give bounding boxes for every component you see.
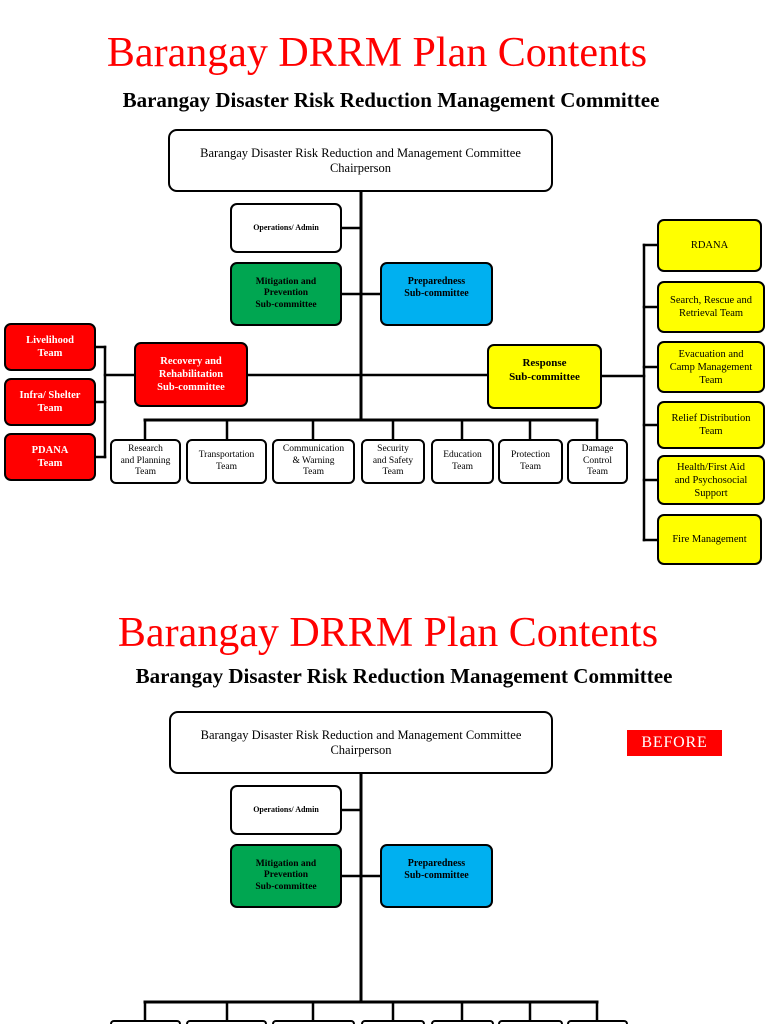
protection-label: Protection Team xyxy=(510,450,551,472)
connector-lines xyxy=(94,190,659,542)
team-box-stub xyxy=(186,1020,267,1024)
operations-admin-box: Operations/ Admin xyxy=(230,203,342,253)
pdana-team-label: PDANA Team xyxy=(31,445,69,469)
education-team-box: Education Team xyxy=(431,439,494,484)
protection-team-box: Protection Team xyxy=(498,439,563,484)
operations-admin-box: Operations/ Admin xyxy=(230,785,342,835)
response-label: Response Sub-committee xyxy=(509,356,580,383)
relief-distribution-team-box: Relief Distribution Team xyxy=(657,401,765,449)
team-box-stub xyxy=(361,1020,425,1024)
mitigation-prevention-subcommittee-box: Mitigation and Prevention Sub-committee xyxy=(230,844,342,908)
chairperson-box: Barangay Disaster Risk Reduction and Man… xyxy=(169,711,553,774)
mitigation-prevention-label: Mitigation and Prevention Sub-committee xyxy=(255,858,317,892)
slide-title: Barangay DRRM Plan Contents xyxy=(106,30,648,76)
livelihood-team-box: Livelihood Team xyxy=(4,323,96,371)
chairperson-label: Barangay Disaster Risk Reduction and Man… xyxy=(200,727,522,757)
preparedness-subcommittee-box: Preparedness Sub-committee xyxy=(380,262,493,326)
infra-shelter-team-label: Infra/ Shelter Team xyxy=(19,390,81,414)
response-subcommittee-box: Response Sub-committee xyxy=(487,344,602,409)
slide-1: Barangay DRRM Plan Contents Barangay Dis… xyxy=(4,30,765,565)
slide-subtitle: Barangay Disaster Risk Reduction Managem… xyxy=(135,664,673,688)
security-safety-label: Security and Safety Team xyxy=(372,444,414,478)
preparedness-subcommittee-box: Preparedness Sub-committee xyxy=(380,844,493,908)
education-label: Education Team xyxy=(443,450,482,472)
recovery-rehabilitation-subcommittee-box: Recovery and Rehabilitation Sub-committe… xyxy=(134,342,248,407)
slide-subtitle: Barangay Disaster Risk Reduction Managem… xyxy=(122,88,660,112)
damage-control-label: Damage Control Team xyxy=(581,444,614,478)
preparedness-label: Preparedness Sub-committee xyxy=(404,858,469,881)
slide-2: Barangay DRRM Plan Contents Barangay Dis… xyxy=(0,582,768,1024)
health-first-aid-label: Health/First Aid and Psychosocial Suppor… xyxy=(674,461,748,499)
chairperson-box: Barangay Disaster Risk Reduction and Man… xyxy=(168,129,553,192)
research-planning-label: Research and Planning Team xyxy=(120,444,171,478)
communication-warning-label: Communication & Warning Team xyxy=(282,444,345,478)
relief-distribution-label: Relief Distribution Team xyxy=(671,413,751,437)
operations-admin-label: Operations/ Admin xyxy=(253,805,319,814)
mitigation-prevention-label: Mitigation and Prevention Sub-committee xyxy=(255,276,317,310)
damage-control-team-box: Damage Control Team xyxy=(567,439,628,484)
chairperson-label: Barangay Disaster Risk Reduction and Man… xyxy=(200,145,521,175)
team-box-stub xyxy=(498,1020,563,1024)
fire-management-box: Fire Management xyxy=(657,514,762,565)
connector-lines xyxy=(143,772,599,1022)
team-box-stub xyxy=(431,1020,494,1024)
transportation-label: Transportation Team xyxy=(198,450,255,472)
security-safety-team-box: Security and Safety Team xyxy=(361,439,425,484)
infra-shelter-team-box: Infra/ Shelter Team xyxy=(4,378,96,426)
health-first-aid-psychosocial-support-box: Health/First Aid and Psychosocial Suppor… xyxy=(657,455,765,505)
fire-management-label: Fire Management xyxy=(672,534,747,545)
rdana-label: RDANA xyxy=(690,240,729,251)
evacuation-camp-management-team-box: Evacuation and Camp Management Team xyxy=(657,341,765,393)
evacuation-camp-management-label: Evacuation and Camp Management Team xyxy=(669,348,753,386)
search-rescue-retrieval-team-box: Search, Rescue and Retrieval Team xyxy=(657,281,765,333)
recovery-rehabilitation-label: Recovery and Rehabilitation Sub-committe… xyxy=(157,356,225,393)
search-rescue-retrieval-label: Search, Rescue and Retrieval Team xyxy=(670,295,752,319)
mitigation-prevention-subcommittee-box: Mitigation and Prevention Sub-committee xyxy=(230,262,342,326)
team-box-stub xyxy=(272,1020,355,1024)
transportation-team-box: Transportation Team xyxy=(186,439,267,484)
preparedness-label: Preparedness Sub-committee xyxy=(404,276,469,299)
research-planning-team-box: Research and Planning Team xyxy=(110,439,181,484)
pdana-team-box: PDANA Team xyxy=(4,433,96,481)
team-box-stub xyxy=(110,1020,181,1024)
team-box-stub xyxy=(567,1020,628,1024)
rdana-box: RDANA xyxy=(657,219,762,272)
operations-admin-label: Operations/ Admin xyxy=(253,223,319,232)
slide-title: Barangay DRRM Plan Contents xyxy=(117,610,659,656)
livelihood-team-label: Livelihood Team xyxy=(26,335,74,359)
before-badge: BEFORE xyxy=(627,730,722,756)
communication-warning-team-box: Communication & Warning Team xyxy=(272,439,355,484)
